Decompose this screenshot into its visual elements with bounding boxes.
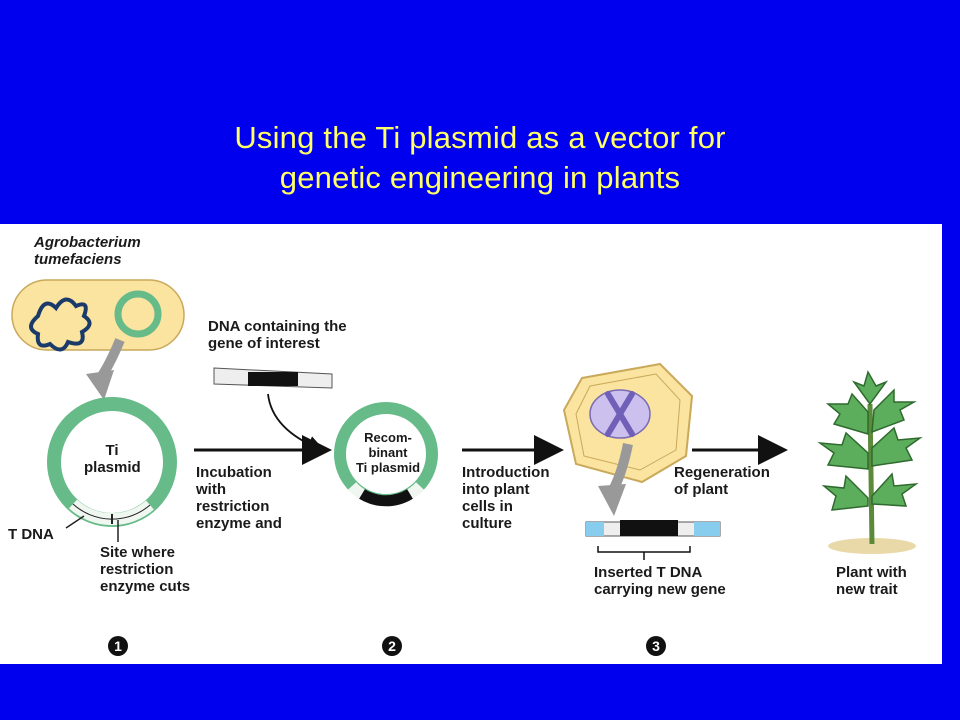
step-badge-3: 3: [646, 636, 666, 656]
bacterium-cell: [11, 279, 185, 352]
ti-plasmid: [47, 397, 177, 527]
label-plant-trait: Plant with new trait: [836, 564, 907, 598]
label-recombinant: Recom- binant Ti plasmid: [355, 430, 421, 475]
label-site-cut: Site where restriction enzyme cuts: [100, 544, 191, 595]
gene-arrow: [267, 393, 326, 454]
label-ti-plasmid: Ti plasmid: [84, 442, 141, 476]
bacterial-chromosome: [29, 297, 92, 352]
plant-cell: [562, 362, 694, 484]
t-dna-pointer: [65, 515, 85, 529]
label-agrobacterium: Agrobacterium tumefaciens: [34, 234, 141, 268]
label-dna-interest: DNA containing the gene of interest: [208, 318, 347, 352]
label-introduction: Introduction into plant cells in culture: [462, 464, 550, 532]
diagram-art: [11, 279, 923, 560]
plant-illustration: [817, 370, 923, 554]
label-incubation: Incubation with restriction enzyme and: [196, 464, 282, 532]
title-line-1: Using the Ti plasmid as a vector for: [234, 120, 726, 155]
chromosome: [605, 391, 635, 437]
title-line-2: genetic engineering in plants: [279, 160, 681, 195]
step-badge-2: 2: [382, 636, 402, 656]
label-t-dna: T DNA: [8, 526, 54, 543]
slide-title: Using the Ti plasmid as a vector for gen…: [0, 118, 960, 198]
label-regeneration: Regeneration of plant: [674, 464, 770, 498]
diagram-panel: Agrobacterium tumefaciens DNA containing…: [0, 224, 942, 664]
small-plasmid: [114, 290, 162, 338]
bracket: [597, 546, 691, 560]
label-inserted: Inserted T DNA carrying new gene: [594, 564, 726, 598]
inserted-dna: [585, 520, 721, 560]
gene-fragment: [213, 367, 333, 389]
recombinant-plasmid: [334, 402, 438, 507]
step-badge-1: 1: [108, 636, 128, 656]
